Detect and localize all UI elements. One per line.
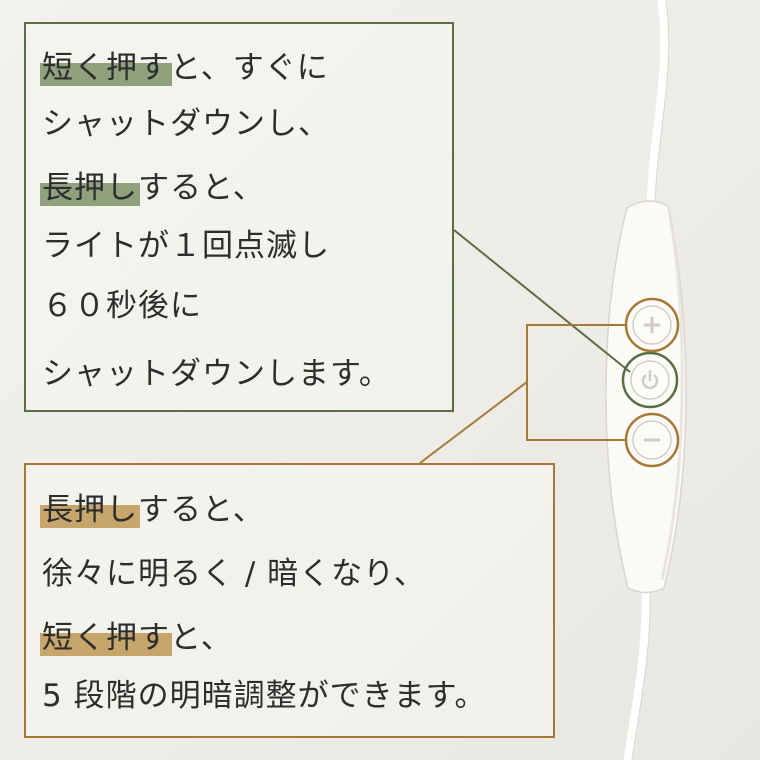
highlight-long-press: 長押し bbox=[40, 170, 140, 206]
highlight-short-press: 短く押す bbox=[40, 50, 172, 86]
power-note-line-5: ６０秒後に bbox=[42, 288, 202, 324]
power-button[interactable] bbox=[630, 360, 670, 400]
power-note-line-4: ライトが１回点滅し bbox=[42, 228, 330, 264]
cable bbox=[623, 0, 670, 760]
brightness-note-line-2: 徐々に明るく / 暗くなり、 bbox=[42, 556, 426, 592]
highlight-long-press: 長押し bbox=[40, 492, 140, 528]
plus-icon bbox=[643, 316, 661, 334]
power-note-box bbox=[24, 22, 454, 412]
power-note-line-1: 短く押すと、すぐに bbox=[40, 50, 329, 86]
brightness-note-line-3: 短く押すと、 bbox=[40, 620, 233, 656]
callout-brightness bbox=[419, 297, 680, 468]
power-note-line-3: 長押しすると、 bbox=[40, 170, 265, 206]
plus-button[interactable] bbox=[632, 305, 672, 345]
highlight-short-press: 短く押す bbox=[40, 620, 172, 656]
callout-power bbox=[453, 229, 679, 409]
power-icon bbox=[641, 369, 659, 390]
power-note-line-2: シャットダウンし、 bbox=[42, 106, 330, 142]
brightness-note-line-4: 5 段階の明暗調整ができます。 bbox=[42, 678, 487, 714]
minus-button[interactable] bbox=[632, 420, 672, 460]
brightness-note-line-1: 長押しすると、 bbox=[40, 492, 265, 528]
power-note-line-6: シャットダウンします。 bbox=[42, 356, 391, 392]
